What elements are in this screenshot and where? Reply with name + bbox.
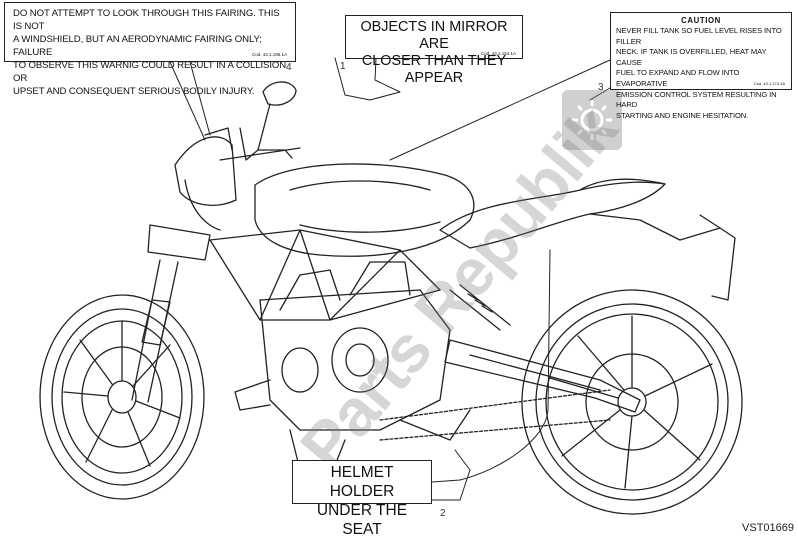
headlight-fairing <box>174 127 237 231</box>
label-3-line: NEVER FILL TANK SO FUEL LEVEL RISES INTO… <box>616 26 782 46</box>
callout-4: 4 <box>286 62 292 73</box>
swingarm <box>444 339 641 413</box>
label-3-code: Cod. 43.1.174.1A <box>753 81 785 86</box>
label-1-code: Cod. 43.1.164.1A <box>480 51 516 56</box>
label-mirror-warning: OBJECTS IN MIRROR ARE CLOSER THAN THEY A… <box>345 15 523 86</box>
label-3-line: NECK. IF TANK IS OVERFILLED, HEAT MAY CA… <box>616 47 767 67</box>
label-3-line: FUEL TO EXPAND AND FLOW INTO EVAPORATIVE <box>616 68 740 88</box>
front-wheel <box>39 294 205 500</box>
rear-wheel <box>521 289 743 515</box>
label-1-line: CLOSER THAN THEY APPEAR <box>361 53 507 86</box>
label-4-line: DO NOT ATTEMPT TO LOOK THROUGH THIS FAIR… <box>13 8 280 32</box>
trellis-frame <box>209 229 441 321</box>
handlebar-mirrors <box>219 81 301 161</box>
label-3-line: STARTING AND ENGINE HESITATION. <box>616 110 749 120</box>
chain <box>379 389 611 441</box>
label-fuel-caution: CAUTION NEVER FILL TANK SO FUEL LEVEL RI… <box>610 12 792 120</box>
callout-3: 3 <box>598 82 604 93</box>
label-1-line: OBJECTS IN MIRROR ARE <box>360 19 508 52</box>
drawing-reference: VST01669 <box>742 522 794 534</box>
label-2-line: UNDER THE SEAT <box>316 502 408 538</box>
label-4-line: TO OBSERVE THIS WARNIG COULD RESULT IN A… <box>13 60 287 84</box>
label-fairing-warning: DO NOT ATTEMPT TO LOOK THROUGH THIS FAIR… <box>4 2 296 97</box>
leader-lines <box>169 57 611 501</box>
label-4-code: Cod. 43.1.195.1A <box>251 52 287 57</box>
callout-1: 1 <box>340 61 346 72</box>
engine <box>234 261 471 479</box>
label-3-title: CAUTION <box>681 16 721 25</box>
label-helmet-holder: HELMET HOLDER UNDER THE SEAT <box>292 460 432 538</box>
callout-2: 2 <box>440 508 446 519</box>
front-fork <box>131 224 211 403</box>
label-4-line: UPSET AND CONSEQUENT SERIOUS BODILY INJU… <box>13 86 255 97</box>
label-2-line: HELMET HOLDER <box>329 464 395 500</box>
fuel-tank <box>254 163 475 257</box>
label-4-line: A WINDSHIELD, BUT AN AERODYNAMIC FAIRING… <box>13 34 262 58</box>
rear-shock <box>449 284 511 331</box>
seat-tail <box>439 178 736 301</box>
label-3-line: EMISSION CONTROL SYSTEM RESULTING IN HAR… <box>616 89 777 110</box>
